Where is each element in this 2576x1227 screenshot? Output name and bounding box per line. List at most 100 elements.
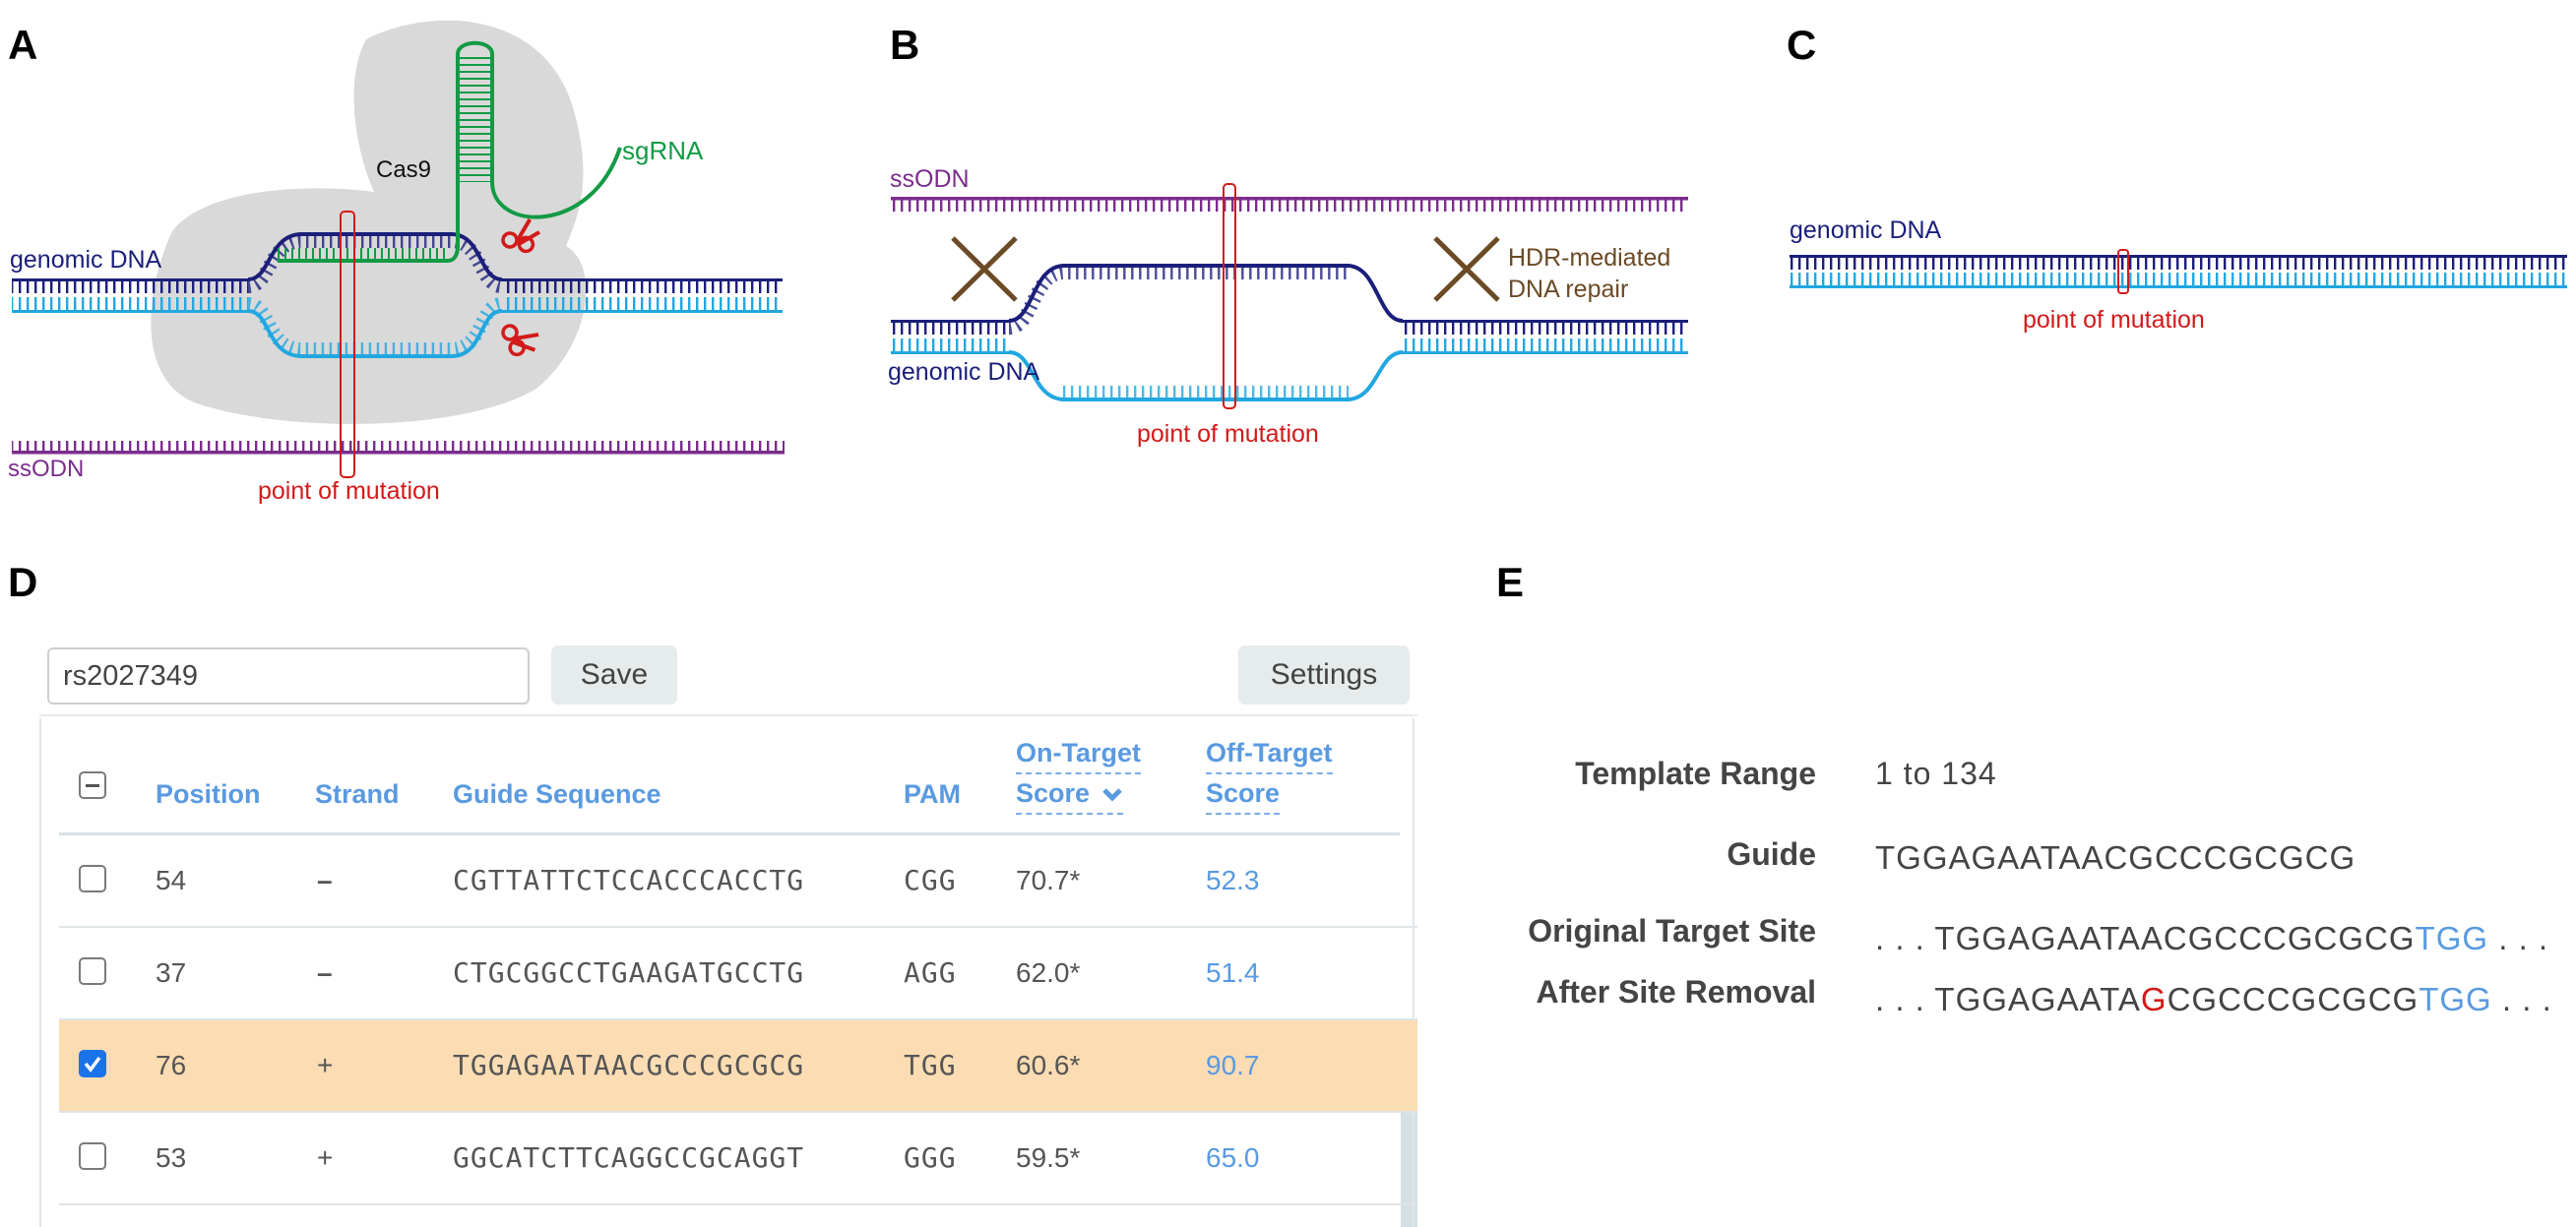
cell-pam: TGG <box>904 1049 957 1081</box>
table-row[interactable]: 37 – CTGCGGCCTGAAGATGCCTG AGG 62.0* 51.4 <box>59 928 1417 1020</box>
cross-mark-left <box>951 236 1018 302</box>
cell-off-target-link[interactable]: 52.3 <box>1206 865 1260 895</box>
panel-letter-e: E <box>1496 559 1525 605</box>
mutation-marker <box>340 211 355 478</box>
chevron-down-icon <box>1101 788 1122 802</box>
panel-a-diagram: Cas9 sgRNA ssODN <box>8 20 785 505</box>
row-checkbox[interactable] <box>79 957 106 985</box>
cell-guide-sequence: CTGCGGCCTGAAGATGCCTG <box>453 956 805 989</box>
after-site-removal-label: After Site Removal <box>1536 974 1816 1010</box>
select-all-checkbox[interactable] <box>79 771 106 799</box>
header-on-target-line1: On-Target <box>1016 738 1141 774</box>
mutation-marker <box>1223 183 1236 409</box>
ellipsis-prefix: . . . <box>1875 920 1935 956</box>
point-of-mutation-label: point of mutation <box>258 477 440 505</box>
genomic-dna-label: genomic DNA <box>1790 216 1942 244</box>
scissors-icon <box>501 218 540 254</box>
panel-b-diagram: ssODN HDR-mediated DNA repair genomic DN… <box>888 165 1688 448</box>
save-button[interactable]: Save <box>551 645 677 705</box>
genomic-dna-top-strand <box>12 232 783 293</box>
genomic-dna-label: genomic DNA <box>888 358 1040 386</box>
header-pam[interactable]: PAM <box>904 779 961 809</box>
panel-c-diagram: genomic DNA point of mutation <box>1790 216 2567 334</box>
cell-on-target: 62.0* <box>1016 957 1081 988</box>
cell-strand: + <box>317 1142 334 1173</box>
cell-pam: AGG <box>904 956 957 989</box>
after-site-removal-value: . . . TGGAGAATAGCGCCCGCGCGTGG . . . <box>1875 981 2552 1018</box>
guide-value: TGGAGAATAACGCCCGCGCG <box>1875 839 2356 876</box>
original-target-site-value: . . . TGGAGAATAACGCCCGCGCGTGG . . . <box>1875 920 2548 957</box>
search-input[interactable]: rs2027349 <box>47 647 530 705</box>
point-of-mutation-label: point of mutation <box>2023 306 2205 334</box>
genomic-dna-top-strand <box>891 264 1688 335</box>
ssodn-label: ssODN <box>890 165 970 193</box>
header-strand[interactable]: Strand <box>315 779 400 809</box>
ellipsis-suffix: . . . <box>2491 981 2552 1017</box>
scissors-icon <box>501 324 539 357</box>
original-sequence: TGGAGAATAACGCCCGCGCG <box>1934 920 2416 956</box>
original-target-site-label: Original Target Site <box>1528 913 1816 949</box>
template-range-value: 1 to 134 <box>1875 756 1997 791</box>
cell-position: 37 <box>156 957 187 988</box>
cell-guide-sequence: GGCATCTTCAGGCCGCAGGT <box>453 1141 805 1174</box>
header-off-target-line1: Off-Target <box>1206 738 1333 774</box>
hdr-label-line1: HDR-mediated <box>1508 244 1670 272</box>
genomic-dna-strands <box>1790 255 2567 288</box>
hdr-label-line2: DNA repair <box>1508 276 1628 303</box>
sgrna-label: sgRNA <box>622 136 704 165</box>
after-sequence-part1: TGGAGAATA <box>1934 981 2141 1017</box>
cell-position: 76 <box>156 1050 187 1080</box>
cross-mark-right <box>1433 236 1500 302</box>
panel-letter-c: C <box>1787 22 1817 68</box>
table-row[interactable]: 54 – CGTTATTCTCCACCCACCTG CGG 70.7* 52.3 <box>59 835 1417 928</box>
header-on-target-line2: Score <box>1016 778 1091 808</box>
template-range-label: Template Range <box>1575 756 1816 791</box>
header-on-target-score[interactable]: On-Target Score <box>1016 738 1141 815</box>
table-row-selected[interactable]: 76 + TGGAGAATAACGCCCGCGCG TGG 60.6* 90.7 <box>59 1020 1417 1113</box>
mutation-marker <box>2117 249 2129 294</box>
header-guide-sequence[interactable]: Guide Sequence <box>453 779 661 809</box>
row-checkbox-checked[interactable] <box>79 1050 106 1077</box>
cell-on-target: 70.7* <box>1016 865 1081 895</box>
ssodn-strand <box>12 441 785 455</box>
point-of-mutation-label: point of mutation <box>1137 420 1319 448</box>
row-checkbox[interactable] <box>79 1142 106 1170</box>
cell-strand: – <box>317 865 333 895</box>
cell-guide-sequence: TGGAGAATAACGCCCGCGCG <box>453 1049 805 1081</box>
ssodn-strand <box>891 197 1688 212</box>
genomic-dna-bottom-strand <box>12 297 783 358</box>
guide-design-panel: rs2027349 Save Settings Position Strand … <box>39 630 1417 1227</box>
header-off-target-line2: Score <box>1206 778 1281 815</box>
sgrna-strand <box>278 40 622 263</box>
cell-off-target-link[interactable]: 51.4 <box>1206 957 1260 988</box>
cell-position: 54 <box>156 865 187 895</box>
cas9-blob <box>151 20 587 424</box>
cell-on-target: 60.6* <box>1016 1050 1081 1080</box>
table-row[interactable]: 53 + GGCATCTTCAGGCCGCAGGT GGG 59.5* 65.0 <box>59 1113 1417 1205</box>
cell-position: 53 <box>156 1142 187 1173</box>
cell-strand: + <box>317 1050 334 1080</box>
cell-on-target: 59.5* <box>1016 1142 1081 1173</box>
panel-letter-d: D <box>8 559 38 605</box>
checkmark-icon <box>84 1056 101 1073</box>
header-off-target-score[interactable]: Off-Target Score <box>1206 738 1333 815</box>
genomic-dna-bottom-strand <box>891 338 1688 401</box>
row-checkbox[interactable] <box>79 865 106 892</box>
settings-button[interactable]: Settings <box>1238 645 1410 705</box>
mutated-base: G <box>2140 981 2168 1017</box>
panel-letter-b: B <box>890 22 920 68</box>
guide-label: Guide <box>1727 836 1816 872</box>
cell-pam: GGG <box>904 1141 957 1174</box>
cell-guide-sequence: CGTTATTCTCCACCCACCTG <box>453 864 805 896</box>
cas9-label: Cas9 <box>376 156 431 183</box>
after-sequence-part2: CGCCCGCGCG <box>2167 981 2419 1017</box>
cell-pam: CGG <box>904 864 957 896</box>
cell-off-target-link[interactable]: 65.0 <box>1206 1142 1260 1173</box>
after-pam: TGG <box>2419 981 2492 1017</box>
panel-letter-a: A <box>8 22 38 68</box>
cell-off-target-link[interactable]: 90.7 <box>1206 1050 1260 1080</box>
original-pam: TGG <box>2415 920 2489 956</box>
header-position[interactable]: Position <box>156 779 261 809</box>
genomic-dna-label: genomic DNA <box>10 246 162 274</box>
ellipsis-suffix: . . . <box>2488 920 2549 956</box>
